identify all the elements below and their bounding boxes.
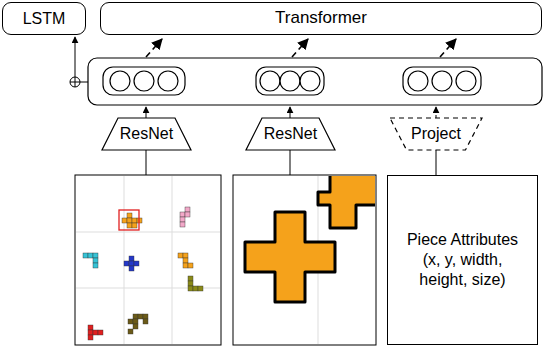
piece-cell xyxy=(180,222,185,227)
project-layer: Project xyxy=(390,118,482,150)
piece-cell xyxy=(93,258,98,263)
lstm-arrow xyxy=(75,37,76,77)
transformer-arrows xyxy=(146,39,456,57)
resnet-encoder: ResNet xyxy=(246,118,335,150)
resnet-encoder: ResNet xyxy=(102,118,191,150)
piece-cell xyxy=(93,253,98,258)
feature-group xyxy=(403,67,481,95)
piece-cell xyxy=(93,330,98,335)
piece-cell xyxy=(185,212,190,217)
piece-cell xyxy=(183,253,188,258)
trapezoid-path xyxy=(390,118,482,150)
piece-cell xyxy=(132,223,137,228)
board-grid xyxy=(76,176,220,344)
piece-cell xyxy=(128,319,133,324)
input-line xyxy=(290,150,291,175)
piece-cell xyxy=(183,263,188,268)
node-label: ResNet xyxy=(120,124,173,143)
trapezoid-path xyxy=(102,118,191,150)
piece-cell xyxy=(185,207,190,212)
feature-container xyxy=(88,58,542,105)
piece-cell xyxy=(127,213,132,218)
piece-cell xyxy=(93,263,98,268)
transformer-box: Transformer xyxy=(100,2,542,35)
piece-cell xyxy=(98,330,103,335)
piece-cell xyxy=(193,286,198,291)
piece-cell xyxy=(127,218,132,223)
piece-cell xyxy=(129,266,134,271)
piece-cell xyxy=(88,325,93,330)
piece-cell xyxy=(88,330,93,335)
piece-cell xyxy=(198,286,203,291)
piece-cell xyxy=(133,324,138,329)
feature-group xyxy=(256,67,324,95)
piece-cell xyxy=(83,253,88,258)
feature-arrow xyxy=(146,107,147,118)
piece-cell xyxy=(178,253,183,258)
board-image xyxy=(75,175,221,345)
piece-cell xyxy=(134,261,139,266)
piece-cell xyxy=(143,314,148,319)
piece-cell xyxy=(133,319,138,324)
node-label: Project xyxy=(411,124,461,143)
piece-cell xyxy=(124,261,129,266)
piece-cell xyxy=(180,217,185,222)
selection-box xyxy=(119,210,139,230)
board-pieces xyxy=(83,207,203,340)
sum-symbol xyxy=(70,77,88,87)
piece-cell xyxy=(188,281,193,286)
piece-cell xyxy=(129,261,134,266)
node-label: Piece Attributes (x, y, width, height, s… xyxy=(400,230,525,290)
piece-cell xyxy=(183,258,188,263)
piece-cell xyxy=(180,212,185,217)
feature-circles xyxy=(110,71,476,91)
piece-cell xyxy=(188,263,193,268)
piece-cell xyxy=(88,335,93,340)
piece-cell xyxy=(127,223,132,228)
piece-cell xyxy=(188,286,193,291)
piece-cell xyxy=(138,314,143,319)
feature-arrow xyxy=(290,107,291,118)
piece-cell xyxy=(133,314,138,319)
piece-cell xyxy=(88,253,93,258)
trapezoid-path xyxy=(246,118,335,150)
input-line xyxy=(146,150,147,175)
feature-arrow xyxy=(436,107,437,118)
piece-cell xyxy=(132,218,137,223)
crop-pieces xyxy=(245,176,375,344)
feature-group xyxy=(103,67,185,95)
attributes-box: Piece Attributes (x, y, width, height, s… xyxy=(387,175,538,345)
node-label: ResNet xyxy=(264,124,317,143)
piece-cell xyxy=(143,319,148,324)
piece-cell xyxy=(188,276,193,281)
piece-cell xyxy=(129,256,134,261)
node-label: LSTM xyxy=(23,9,66,28)
connector xyxy=(436,150,437,175)
piece-cell xyxy=(122,218,127,223)
node-label: Transformer xyxy=(275,8,367,28)
piece-cell xyxy=(128,329,133,334)
lstm-box: LSTM xyxy=(2,2,86,35)
